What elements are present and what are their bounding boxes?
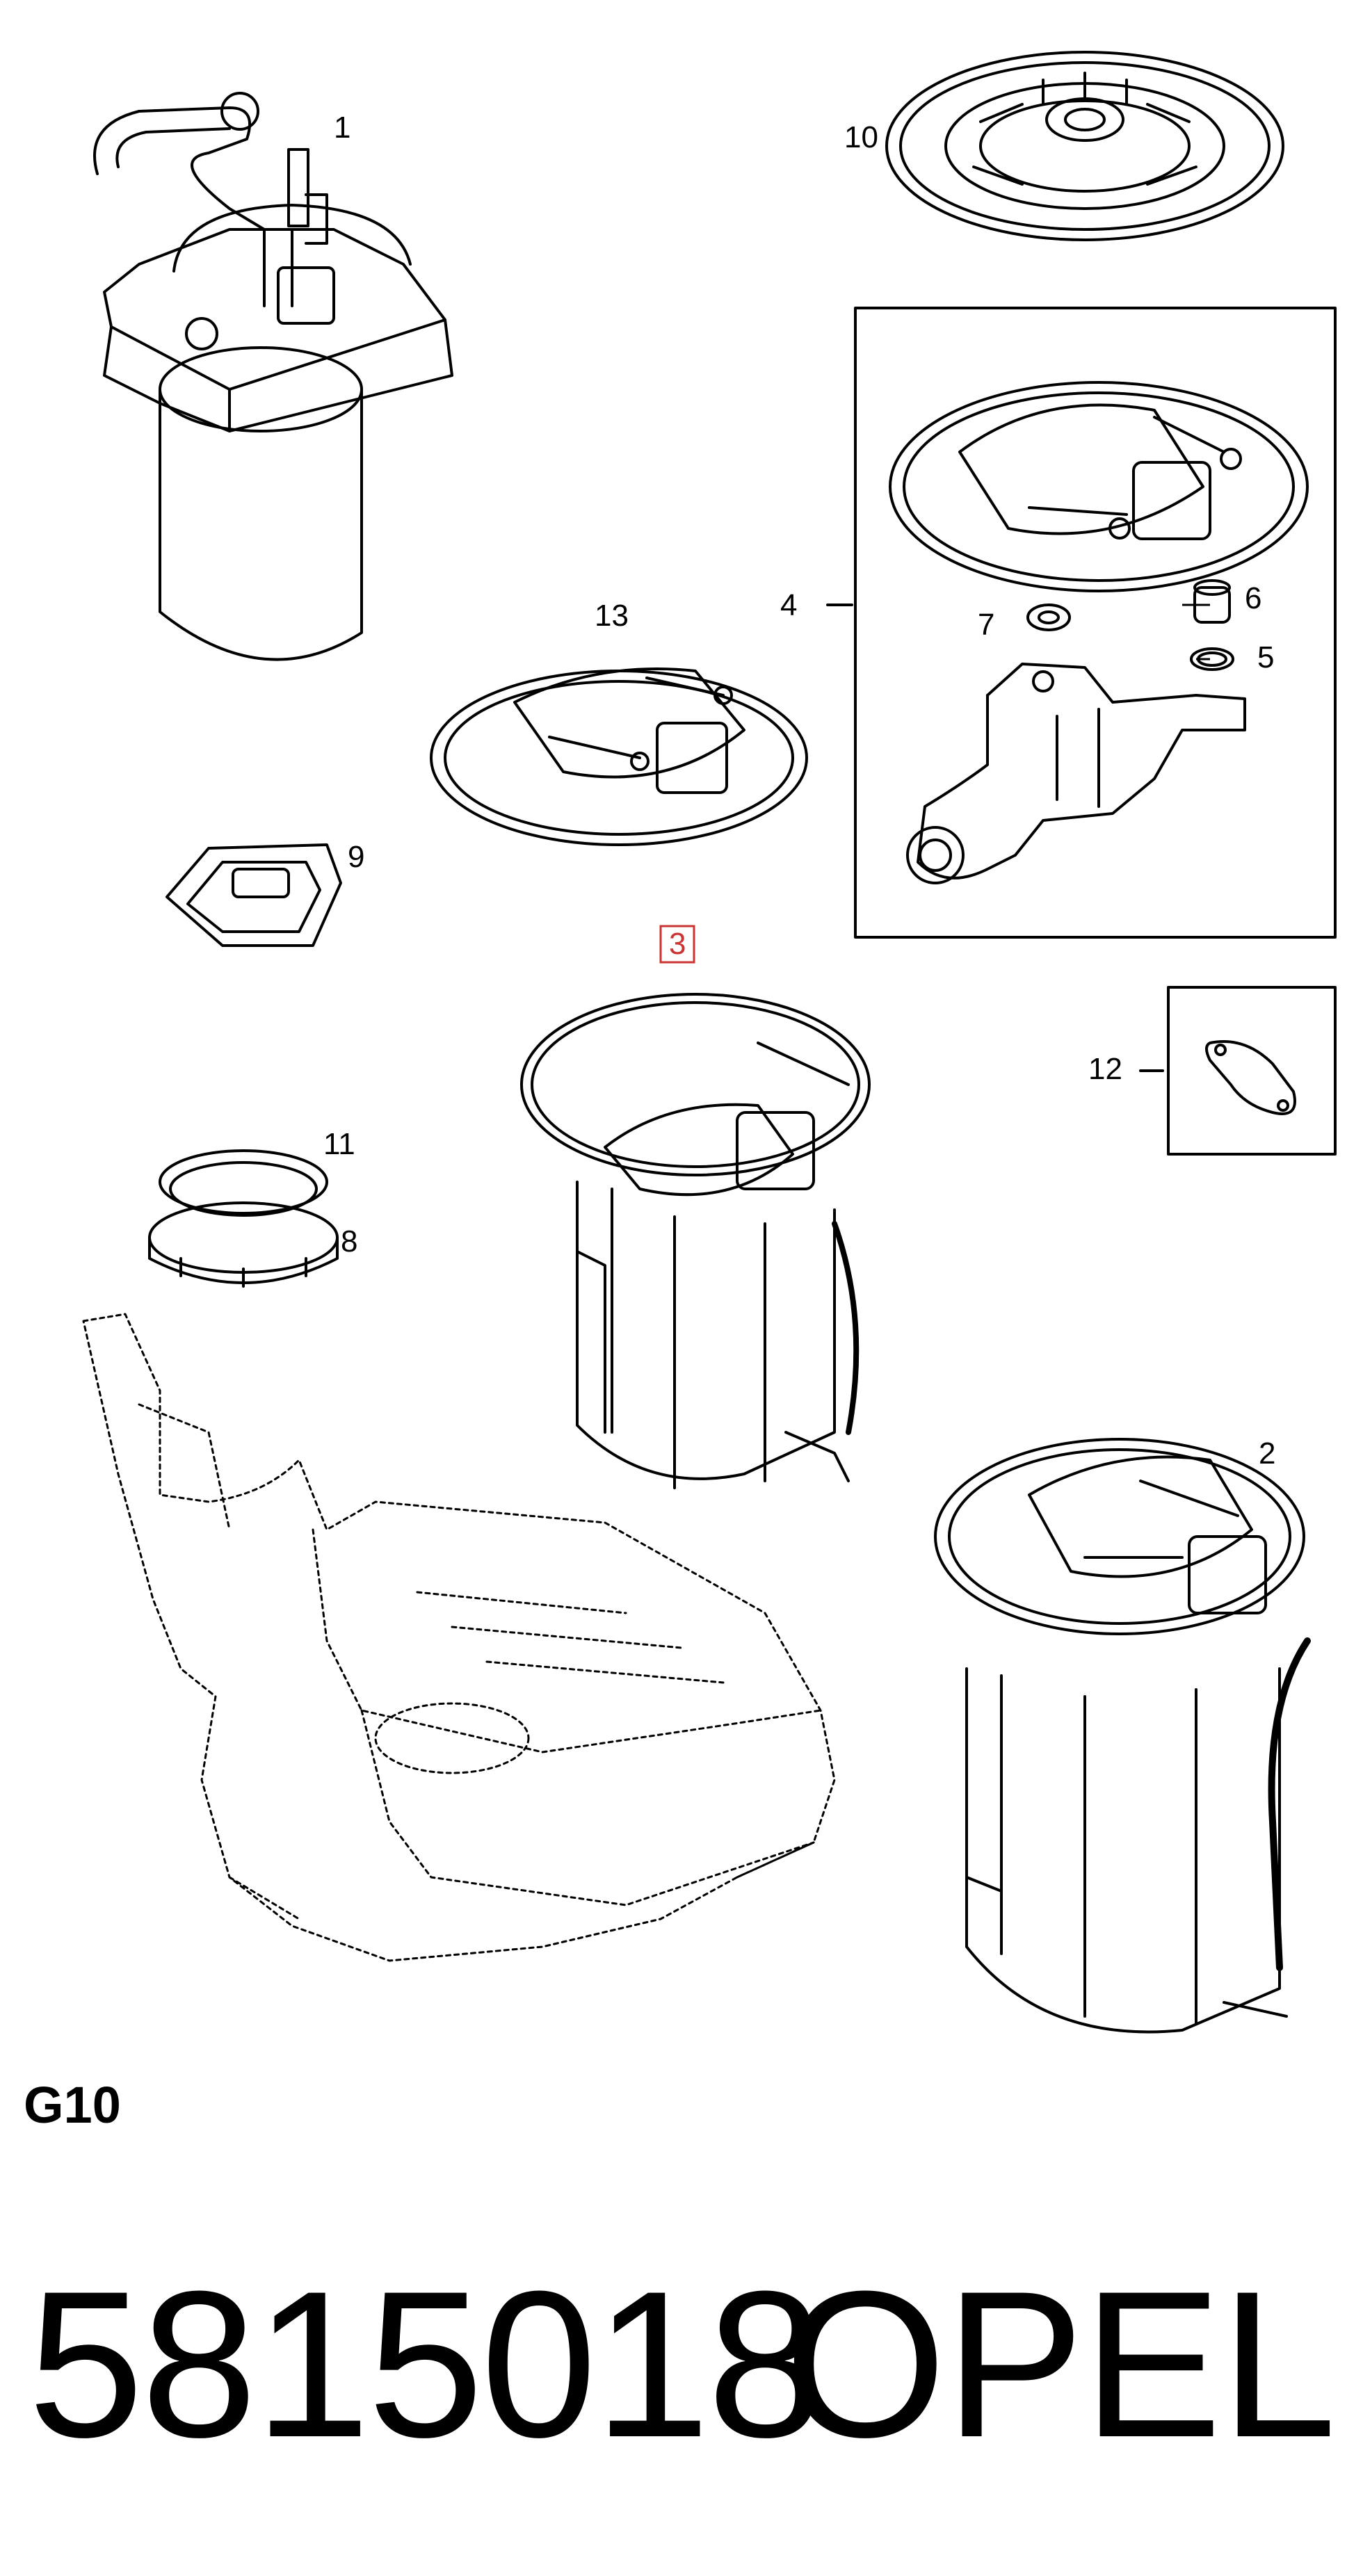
callout-11: 11 [323,1127,355,1161]
section-code: G10 [24,2076,121,2134]
part-10-cover-ring [885,51,1284,241]
callout-3-highlight-box [659,925,695,964]
callout-7: 7 [978,608,994,642]
part-8-lock-ring [148,1201,339,1288]
part-11-ring [159,1149,328,1217]
callout-13: 13 [595,599,629,633]
part-number: 5815018 [28,2247,823,2481]
part-13-flange [430,667,808,846]
part-2-fuel-pump-module [934,1438,1311,2034]
part-9-strainer [166,843,342,947]
callout-12: 12 [1088,1052,1122,1086]
callout-6: 6 [1245,581,1261,615]
callout-4: 4 [780,588,797,622]
part-12-gasket-frame [1139,986,1337,1156]
callout-10: 10 [844,120,878,154]
fuel-tank-outline [82,1313,836,1962]
callout-1: 1 [334,111,350,145]
part-3-fuel-pump-module [520,993,871,1489]
part-1-fuel-pump-module [93,92,453,661]
callout-3: 3 [669,927,686,961]
callout-2: 2 [1259,1436,1275,1471]
callout-9: 9 [348,840,364,874]
brand-name: OPEL [784,2247,1337,2481]
callout-5: 5 [1257,640,1274,674]
part-4-group-frame [826,307,1337,939]
callout-8: 8 [341,1224,357,1258]
